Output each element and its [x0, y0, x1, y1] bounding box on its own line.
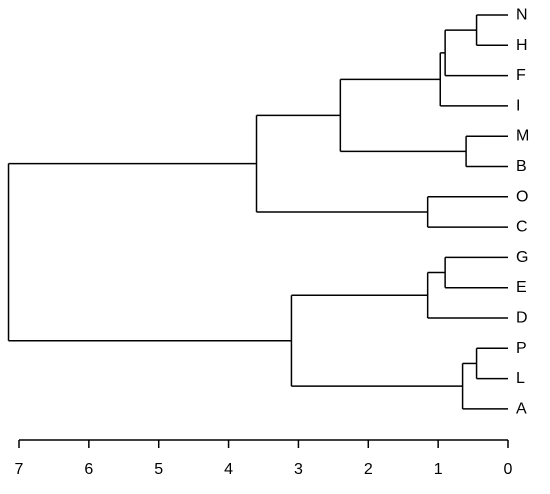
leaf-label-c: C	[516, 219, 528, 236]
leaf-label-o: O	[516, 188, 528, 205]
x-tick-label-6: 6	[84, 461, 93, 478]
leaf-label-a: A	[516, 400, 527, 417]
leaf-label-b: B	[516, 158, 527, 175]
leaf-label-g: G	[516, 249, 528, 266]
leaf-label-d: D	[516, 310, 528, 327]
x-tick-label-5: 5	[154, 461, 163, 478]
x-axis: 7 6 5 4 3 2 1 0	[15, 439, 513, 478]
leaf-label-n: N	[516, 7, 528, 24]
leaf-label-l: L	[516, 370, 525, 387]
x-tick-label-0: 0	[504, 461, 513, 478]
dendrogram-branches	[7, 14, 508, 410]
leaf-label-e: E	[516, 279, 527, 296]
leaf-label-m: M	[516, 128, 529, 145]
x-tick-label-7: 7	[15, 461, 24, 478]
x-tick-label-1: 1	[434, 461, 443, 478]
leaf-label-p: P	[516, 340, 527, 357]
leaf-label-h: H	[516, 37, 528, 54]
x-tick-label-3: 3	[294, 461, 303, 478]
x-tick-label-4: 4	[224, 461, 233, 478]
x-tick-label-2: 2	[364, 461, 373, 478]
leaf-label-i: I	[516, 97, 520, 114]
leaf-label-f: F	[516, 67, 526, 84]
